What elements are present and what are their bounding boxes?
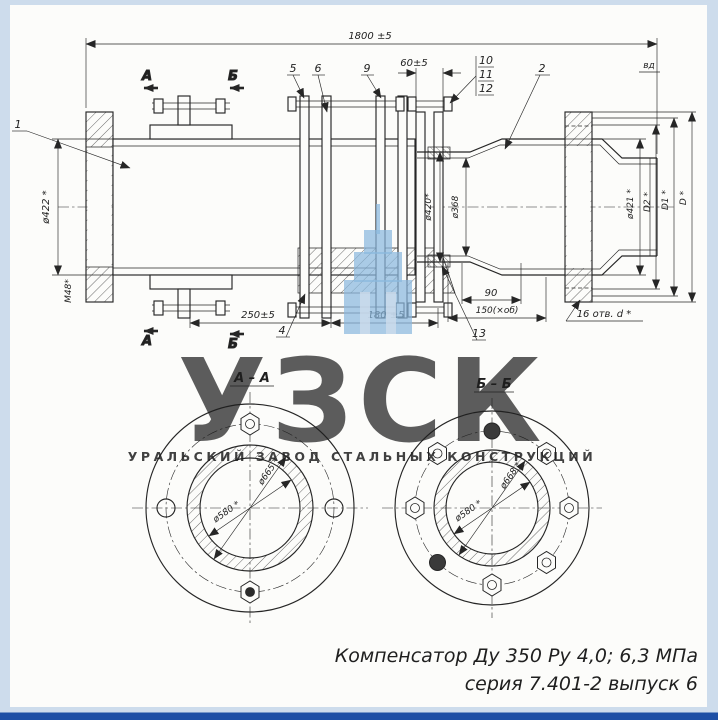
dim-150-label: 150(×об)	[476, 306, 519, 316]
bolt-hole-icon	[156, 498, 176, 518]
bolt-hex-icon	[482, 573, 502, 597]
left-flange	[85, 111, 114, 303]
right-flange	[564, 111, 593, 303]
dim-d2-label: D2 *	[643, 191, 653, 212]
callout-5: 5	[290, 62, 297, 75]
dim-overall-label: 1800 ±5	[348, 31, 391, 42]
callout-6: 6	[315, 62, 322, 75]
title-caption: Компенсатор Ду 350 Ру 4,0; 6,3 МПа серия…	[335, 645, 698, 695]
section-mark-a-bottom: А	[141, 334, 152, 349]
dim-d1-label: D1 *	[661, 189, 671, 210]
callout-2: 2	[539, 62, 546, 75]
section-mark-a-top: А	[141, 69, 152, 84]
bolt-hex-icon	[405, 496, 425, 520]
section-mark-b-top: Б	[228, 69, 238, 84]
building-tower-icon	[344, 204, 412, 334]
left-gland-assembly	[149, 95, 233, 319]
dim-60-label: 60±5	[400, 58, 427, 69]
callout-10: 10	[479, 54, 493, 67]
dim-dia420-label: ø420*	[424, 193, 434, 222]
callout-9: 9	[364, 62, 371, 75]
callout-1: 1	[15, 118, 22, 131]
note-top-right: вд	[643, 61, 655, 71]
section-marks: А Б А Б	[140, 69, 244, 353]
dim-90-label: 90	[485, 288, 498, 299]
bolt-hole-icon	[324, 498, 344, 518]
section-mark-b-bottom: Б	[228, 337, 238, 352]
callout-4: 4	[279, 324, 286, 337]
dim-dia421-label: ø421 *	[626, 188, 636, 220]
caption-line2: серия 7.401-2 выпуск 6	[465, 673, 698, 695]
callout-12: 12	[479, 82, 493, 95]
callout-11: 11	[479, 68, 493, 81]
watermark-logo-text: УЗСК	[178, 335, 547, 469]
dim-dia422-label: ø422 *	[41, 190, 52, 224]
bolt-hex-icon	[537, 551, 556, 574]
dim-250-label: 250±5	[241, 310, 275, 321]
dim-m48-label: М48*	[64, 279, 74, 303]
caption-line1: Компенсатор Ду 350 Ру 4,0; 6,3 МПа	[335, 645, 698, 667]
dim-16-holes-label: 16 отв. d *	[577, 309, 632, 320]
section-aa-title: А – А	[233, 371, 270, 386]
watermark-subtitle: УРАЛЬСКИЙ ЗАВОД СТАЛЬНЫХ КОНСТРУКЦИЙ	[128, 449, 596, 464]
watermark: УЗСК УРАЛЬСКИЙ ЗАВОД СТАЛЬНЫХ КОНСТРУКЦИ…	[128, 204, 596, 469]
dim-d-label: D *	[679, 190, 689, 205]
footer-bar	[0, 712, 718, 720]
dim-dia368-label: ø368	[451, 195, 461, 219]
bolt-hex-icon	[559, 496, 579, 520]
section-bb-title: Б – Б	[476, 377, 511, 392]
bolt-filled-icon	[429, 554, 446, 571]
callout-13: 13	[472, 327, 486, 340]
